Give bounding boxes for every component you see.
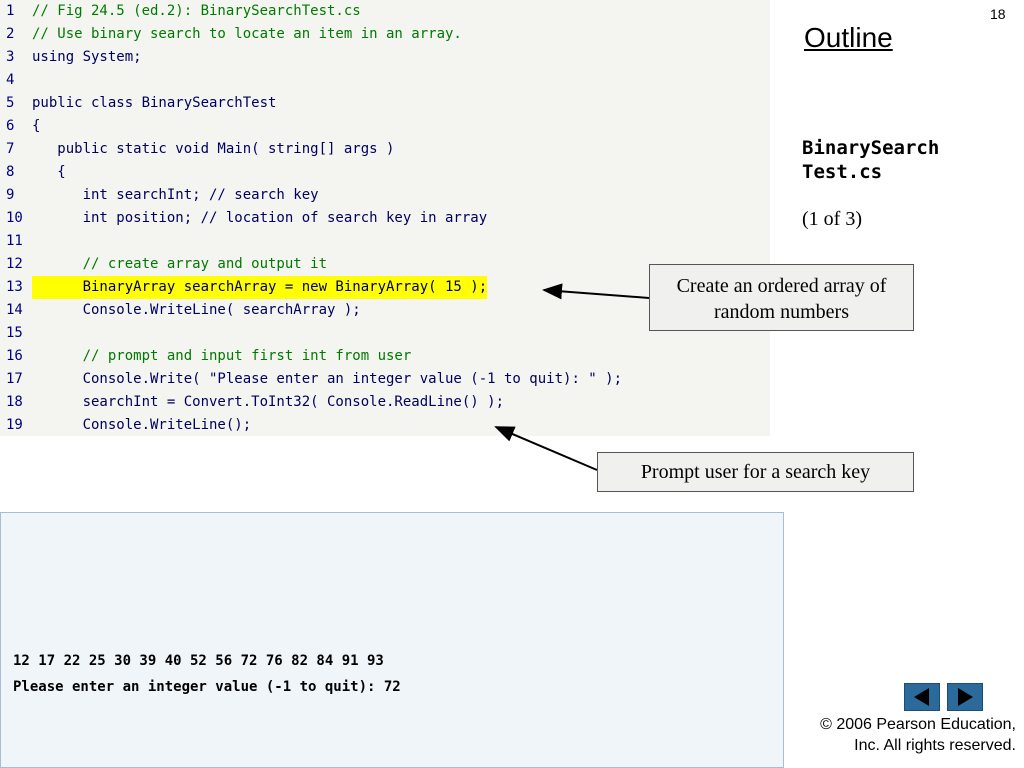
line-number: 4 <box>6 72 15 88</box>
arrow-to-array-line <box>542 283 650 300</box>
line-number: 9 <box>6 187 15 203</box>
code-text: Console.WriteLine(); <box>32 417 252 433</box>
line-number: 18 <box>6 394 23 410</box>
code-line: 12 // create array and output it <box>0 253 327 276</box>
line-number: 5 <box>6 95 15 111</box>
line-number: 11 <box>6 233 23 249</box>
line-number: 8 <box>6 164 15 180</box>
line-number: 1 <box>6 3 15 19</box>
callout-ordered-array: Create an ordered array of random number… <box>649 264 914 331</box>
code-text: Console.Write( "Please enter an integer … <box>32 371 623 387</box>
code-line: 4 <box>0 69 32 92</box>
line-number: 7 <box>6 141 15 157</box>
code-line: 15 <box>0 322 32 345</box>
code-text: // Fig 24.5 (ed.2): BinarySearchTest.cs <box>32 3 361 19</box>
line-number: 17 <box>6 371 23 387</box>
code-line: 10 int position; // location of search k… <box>0 207 487 230</box>
code-line: 11 <box>0 230 32 253</box>
code-line: 3 using System; <box>0 46 142 69</box>
triangle-right-icon <box>958 688 973 706</box>
code-text: { <box>32 164 66 180</box>
file-name: BinarySearch Test.cs <box>802 136 1002 184</box>
code-line: 2 // Use binary search to locate an item … <box>0 23 462 46</box>
code-line: 18 searchInt = Convert.ToInt32( Console.… <box>0 391 504 414</box>
code-text: Console.WriteLine( searchArray ); <box>32 302 361 318</box>
arrow-to-prompt-line <box>494 426 598 471</box>
code-line: 9 int searchInt; // search key <box>0 184 319 207</box>
output-line: Please enter an integer value (-1 to qui… <box>13 679 401 695</box>
line-number: 15 <box>6 325 23 341</box>
line-number: 13 <box>6 279 23 295</box>
code-text: // Use binary search to locate an item i… <box>32 26 462 42</box>
code-line: 13 BinaryArray searchArray = new BinaryA… <box>0 276 488 299</box>
copyright: © 2006 Pearson Education, Inc. All right… <box>806 714 1016 756</box>
code-text: public static void Main( string[] args ) <box>32 141 395 157</box>
code-text: int searchInt; // search key <box>32 187 319 203</box>
output-line: 12 17 22 25 30 39 40 52 56 72 76 82 84 9… <box>13 653 384 669</box>
line-number: 19 <box>6 417 23 433</box>
code-text: // prompt and input first int from user <box>32 348 412 364</box>
code-line: 1 // Fig 24.5 (ed.2): BinarySearchTest.cs <box>0 0 361 23</box>
code-line: 19 Console.WriteLine(); <box>0 414 251 437</box>
code-line: 16 // prompt and input first int from us… <box>0 345 411 368</box>
line-number: 3 <box>6 49 15 65</box>
code-text: int position; // location of search key … <box>32 210 488 226</box>
next-slide-button[interactable] <box>947 683 983 711</box>
console-output-panel: 12 17 22 25 30 39 40 52 56 72 76 82 84 9… <box>0 512 784 768</box>
copyright-line2: Inc. All rights reserved. <box>854 737 1016 754</box>
code-text: searchInt = Convert.ToInt32( Console.Rea… <box>32 394 505 410</box>
copyright-line1: © 2006 Pearson Education, <box>820 716 1016 733</box>
line-number: 14 <box>6 302 23 318</box>
line-number: 12 <box>6 256 23 272</box>
code-line: 7 public static void Main( string[] args… <box>0 138 394 161</box>
triangle-left-icon <box>914 688 929 706</box>
code-line: 14 Console.WriteLine( searchArray ); <box>0 299 361 322</box>
code-text: public class BinarySearchTest <box>32 95 277 111</box>
line-number: 16 <box>6 348 23 364</box>
line-number: 6 <box>6 118 15 134</box>
slide-number: 18 <box>990 6 1006 22</box>
line-number: 10 <box>6 210 23 226</box>
callout-search-key: Prompt user for a search key <box>597 452 914 492</box>
code-text: using System; <box>32 49 142 65</box>
code-line: 6{ <box>0 115 40 138</box>
page-count: (1 of 3) <box>802 208 862 230</box>
code-text: { <box>32 118 41 134</box>
code-line: 8 { <box>0 161 66 184</box>
outline-link[interactable]: Outline <box>804 22 893 53</box>
code-text: // create array and output it <box>32 256 328 272</box>
code-line: 5 public class BinarySearchTest <box>0 92 276 115</box>
code-panel: 1 // Fig 24.5 (ed.2): BinarySearchTest.cs… <box>0 0 770 436</box>
file-name-line2: Test.cs <box>802 161 883 183</box>
code-line: 17 Console.Write( "Please enter an integ… <box>0 368 622 391</box>
highlighted-code-text: BinaryArray searchArray = new BinaryArra… <box>32 276 488 299</box>
file-name-line1: BinarySearch <box>802 137 940 159</box>
callout-text: Prompt user for a search key <box>640 461 871 483</box>
previous-slide-button[interactable] <box>904 683 940 711</box>
callout-text: Create an ordered array of <box>676 275 887 297</box>
line-number: 2 <box>6 26 15 42</box>
callout-text: random numbers <box>714 301 849 323</box>
